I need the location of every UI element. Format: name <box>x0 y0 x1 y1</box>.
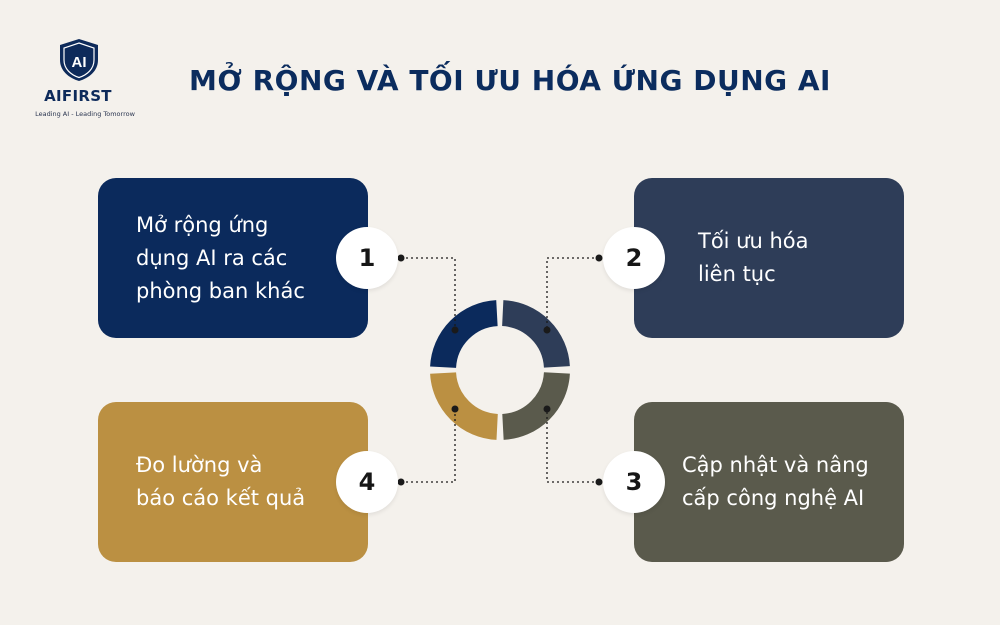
connector-line-4 <box>401 409 456 483</box>
step-card-text: Tối ưu hóa liên tục <box>698 225 809 291</box>
step-card-4: Đo lường và báo cáo kết quả <box>98 402 368 562</box>
step-number-badge-4: 4 <box>336 451 398 513</box>
connector-dot <box>595 478 603 486</box>
step-text-line: Mở rộng ứng <box>136 212 269 237</box>
ring-segment-4 <box>430 300 570 440</box>
connector-dot <box>397 254 405 262</box>
step-text-line: phòng ban khác <box>136 278 305 303</box>
shield-logo-icon: AI <box>60 39 98 81</box>
connector-dot <box>451 326 459 334</box>
step-card-text: Đo lường và báo cáo kết quả <box>136 449 305 515</box>
step-number-badge-3: 3 <box>603 451 665 513</box>
step-card-2: Tối ưu hóa liên tục <box>634 178 904 338</box>
step-number-badge-2: 2 <box>603 227 665 289</box>
logo-mark-text: AI <box>72 54 87 71</box>
connector-dot <box>451 405 459 413</box>
step-text-line: báo cáo kết quả <box>136 486 306 510</box>
ring-segment-3 <box>430 300 570 440</box>
step-text-line: Cập nhật và nâng <box>682 453 869 477</box>
page-title: MỞ RỘNG VÀ TỐI ƯU HÓA ỨNG DỤNG AI <box>189 64 831 97</box>
step-card-text: Cập nhật và nâng cấp công nghệ AI <box>682 449 869 515</box>
connector-line-2 <box>546 257 599 330</box>
step-text-line: dụng AI ra các <box>136 245 288 270</box>
ring-segment-1 <box>430 300 570 440</box>
brand-name: AIFIRST <box>44 87 112 105</box>
step-number-badge-1: 1 <box>336 227 398 289</box>
step-text-line: Đo lường và <box>136 453 263 477</box>
step-text-line: cấp công nghệ AI <box>682 486 865 510</box>
connector-dot <box>543 405 551 413</box>
step-card-1: Mở rộng ứng dụng AI ra các phòng ban khá… <box>98 178 368 338</box>
connector-line-3 <box>546 409 599 483</box>
connector-dot <box>595 254 603 262</box>
step-text-line: Tối ưu hóa <box>698 229 809 253</box>
cycle-ring-icon <box>430 300 570 440</box>
brand-tagline: Leading AI - Leading Tomorrow <box>35 110 135 118</box>
brand-logo: AI AIFIRST Leading AI - Leading Tomorrow <box>28 38 146 128</box>
step-card-text: Mở rộng ứng dụng AI ra các phòng ban khá… <box>136 209 305 308</box>
connector-dot <box>543 326 551 334</box>
connector-dot <box>397 478 405 486</box>
ring-segment-2 <box>430 300 570 440</box>
step-text-line: liên tục <box>698 262 776 286</box>
connector-line-1 <box>401 257 456 330</box>
step-card-3: Cập nhật và nâng cấp công nghệ AI <box>634 402 904 562</box>
